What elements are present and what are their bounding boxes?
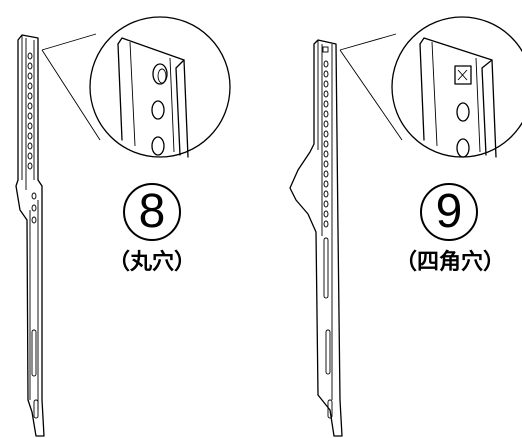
part-number-8: 8	[138, 185, 166, 238]
part-label-9: （四角穴）	[395, 250, 506, 275]
square-hole-column	[322, 46, 329, 228]
round-hole-column	[27, 52, 37, 224]
bracket-9-square-holes	[289, 39, 343, 437]
part-label-8: （丸穴）	[108, 250, 197, 275]
part-number-badge-9: 9	[420, 183, 478, 241]
part-number-badge-8: 8	[123, 183, 181, 241]
magnifier-8	[41, 16, 231, 158]
magnifier-9	[339, 16, 522, 158]
bracket-8-round-holes	[15, 34, 45, 437]
part-number-9: 9	[435, 185, 463, 238]
